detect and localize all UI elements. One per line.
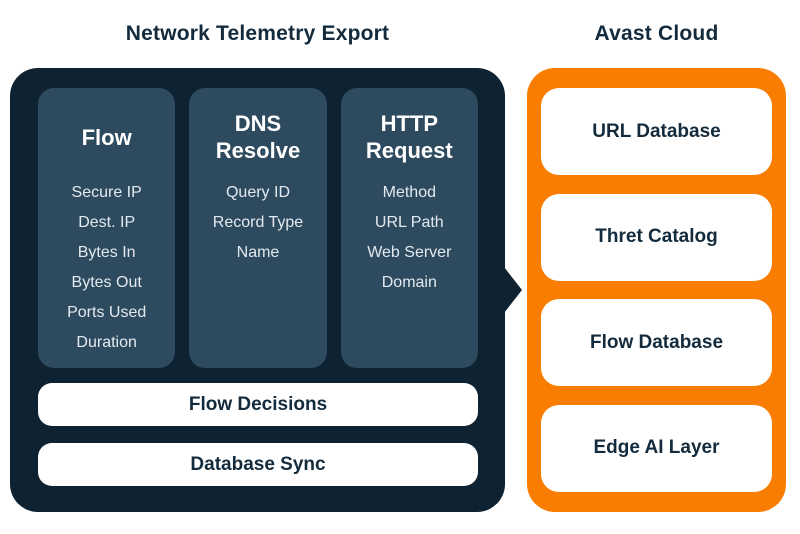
- list-item: URL Path: [374, 214, 444, 231]
- cloud-title: Avast Cloud: [594, 22, 719, 45]
- telemetry-title: Network Telemetry Export: [125, 22, 390, 45]
- list-item: Record Type: [212, 214, 304, 231]
- right-arrow-icon: [504, 267, 522, 313]
- list-item: Method: [382, 184, 436, 201]
- cloud-box-flow-database: Flow Database: [541, 299, 772, 387]
- cloud-box-edge-ai-layer: Edge AI Layer: [541, 404, 772, 492]
- telemetry-panel: Flow Secure IP Dest. IP Bytes In Bytes O…: [10, 68, 522, 512]
- list-item: Web Server Domain: [367, 244, 452, 291]
- column-http-request-list: Method URL Path Web Server Domain: [347, 178, 472, 298]
- column-flow-title: Flow: [81, 124, 132, 150]
- list-item: Name: [236, 244, 280, 261]
- column-http-request: HTTP Request Method URL Path Web Server …: [340, 88, 478, 368]
- flow-decisions-bar: Flow Decisions: [38, 383, 478, 426]
- cloud-panel: URL Database Thret Catalog Flow Database…: [527, 68, 786, 512]
- list-item: Bytes Out: [71, 274, 142, 291]
- cloud-box-url-database: URL Database: [541, 88, 772, 175]
- list-item: Bytes In: [77, 244, 136, 261]
- column-dns-resolve-list: Query ID Record Type Name: [195, 178, 320, 268]
- column-dns-resolve-title: DNS Resolve: [215, 111, 301, 163]
- list-item: Duration: [76, 334, 137, 351]
- column-http-request-title: HTTP Request: [365, 111, 453, 163]
- column-flow-list: Secure IP Dest. IP Bytes In Bytes Out Po…: [44, 178, 169, 358]
- telemetry-columns: Flow Secure IP Dest. IP Bytes In Bytes O…: [38, 88, 478, 368]
- database-sync-bar: Database Sync: [38, 443, 478, 486]
- column-flow: Flow Secure IP Dest. IP Bytes In Bytes O…: [38, 88, 176, 368]
- list-item: Query ID: [225, 184, 290, 201]
- list-item: Dest. IP: [78, 214, 136, 231]
- cloud-box-thret-catalog: Thret Catalog: [541, 193, 772, 281]
- list-item: Ports Used: [67, 304, 147, 321]
- list-item: Secure IP: [71, 184, 142, 201]
- column-dns-resolve: DNS Resolve Query ID Record Type Name: [189, 88, 327, 368]
